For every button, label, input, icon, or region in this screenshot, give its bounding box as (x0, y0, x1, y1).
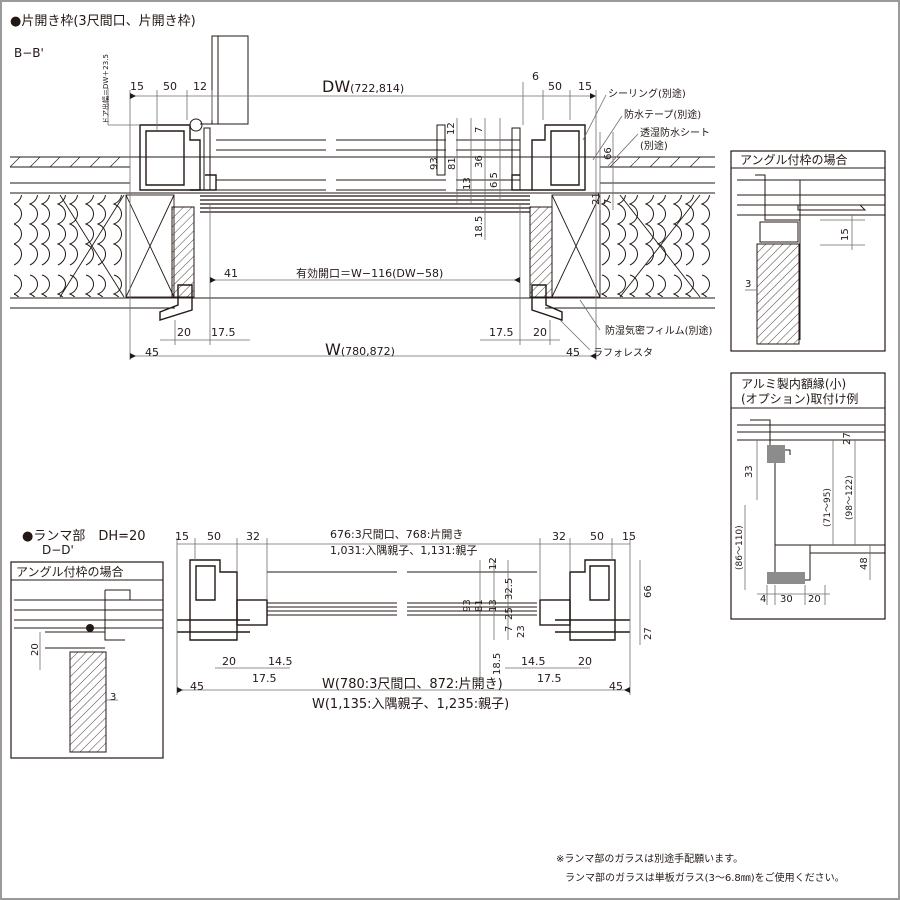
callout-waterproof-tape: 防水テープ(別途) (624, 108, 701, 121)
inset-alu-dim-4: 4 (760, 594, 766, 605)
inset-alu-title-1: アルミ製内額縁(小) (741, 376, 846, 391)
dd-top-15-left: 15 (175, 530, 189, 543)
dd-v-81: 81 (474, 599, 485, 612)
inset-angle-top-title: アングル付枠の場合 (740, 152, 848, 167)
section-bb-drawing: ●片開き枠(3尺間口、片開き枠) B−B' (9, 14, 715, 360)
dd-v-7: 7 (504, 626, 515, 632)
dim-v-21: 21 (591, 192, 602, 205)
dim-top-50-left: 50 (163, 80, 177, 93)
dd-bottom-14-5-right: 14.5 (521, 655, 546, 668)
dd-v-27: 27 (643, 627, 654, 640)
dim-bottom-20-right: 20 (533, 326, 547, 339)
dim-bottom-17-5-left: 17.5 (211, 326, 236, 339)
dd-v-23: 23 (516, 625, 527, 638)
inset-alu-dim-48: 48 (859, 557, 870, 570)
dim-top-50-right: 50 (548, 80, 562, 93)
section-dd-subtitle: D−D' (42, 543, 74, 557)
section-bb-title: ●片開き枠(3尺間口、片開き枠) (10, 14, 196, 29)
dim-41: 41 (224, 267, 238, 280)
inset-angle-bottom-dim-3: 3 (110, 692, 116, 703)
dd-bottom-17-5-left: 17.5 (252, 672, 277, 685)
inset-alu-dim-20: 20 (808, 594, 821, 605)
dim-v-93: 93 (429, 157, 440, 170)
dd-v-13: 13 (488, 599, 499, 612)
section-bb-subtitle: B−B' (14, 46, 44, 60)
footnote-1: ※ランマ部のガラスは別途手配願います。 (556, 852, 743, 865)
dd-v-32-5: 32.5 (504, 578, 515, 600)
dd-bottom-45-left: 45 (190, 680, 204, 693)
inset-alu-dim-33: 33 (744, 465, 755, 478)
dd-bottom-17-5-right: 17.5 (537, 672, 562, 685)
dim-bottom-45-right: 45 (566, 346, 580, 359)
dim-top-15-left: 15 (130, 80, 144, 93)
dd-top-50-right: 50 (590, 530, 604, 543)
inset-angle-top-dim-15: 15 (840, 228, 851, 241)
section-dd-drawing: ●ランマ部 DH=20 D−D' (22, 528, 654, 712)
dim-top-6-right: 6 (532, 70, 539, 83)
inset-alu-dim-86-110: (86〜110) (735, 525, 745, 570)
dd-v-25: 25 (504, 607, 515, 620)
inset-angle-bottom-dim-20: 20 (30, 643, 41, 656)
callout-sealing: シーリング(別途) (608, 87, 686, 100)
section-dd-title: ●ランマ部 DH=20 (22, 529, 146, 544)
inset-alu-title-2: (オプション)取付け例 (741, 392, 858, 406)
inset-alu: アルミ製内額縁(小) (オプション)取付け例 27 33 (730, 372, 886, 620)
dim-v-7: 7 (474, 127, 485, 133)
dim-top-15-right: 15 (578, 80, 592, 93)
dim-v-6-5: 6.5 (489, 172, 500, 188)
dim-v-7b: 7 (603, 199, 614, 205)
dd-top-32-left: 32 (246, 530, 260, 543)
w-label: W(780,872) (325, 340, 395, 359)
dd-top-15-right: 15 (622, 530, 636, 543)
dim-v-13: 13 (462, 177, 473, 190)
dd-w-line-2: W(1,135:入隅親子、1,235:親子) (312, 697, 509, 712)
callout-breathable-sheet-note: (別途) (640, 139, 668, 152)
dim-bottom-20-left: 20 (177, 326, 191, 339)
dim-top-12-left: 12 (193, 80, 207, 93)
inset-angle-bottom: アングル付枠の場合 20 3 (10, 561, 164, 759)
dd-v-93: 93 (462, 599, 473, 612)
callout-vapor-film: 防湿気密フィルム(別途) (605, 324, 713, 337)
dd-bottom-20-right: 20 (578, 655, 592, 668)
door-height-note: ドア出幅＝DW＋23.5 (101, 54, 110, 124)
dd-top-note-2: 1,031:入隅親子、1,131:親子 (330, 544, 477, 557)
dim-v-66: 66 (603, 147, 614, 160)
inset-angle-top-dim-3: 3 (745, 279, 751, 290)
dd-v-12: 12 (488, 557, 499, 570)
dd-v-66: 66 (643, 585, 654, 598)
dd-bottom-45-right: 45 (609, 680, 623, 693)
opening-label: 有効開口＝W−116(DW−58) (296, 266, 443, 280)
callout-breathable-sheet: 透湿防水シート (640, 126, 710, 139)
dim-v-36: 36 (474, 155, 485, 168)
dd-bottom-20-left: 20 (222, 655, 236, 668)
dim-v-18-5: 18.5 (474, 216, 485, 238)
inset-alu-dim-71-95: (71〜95) (823, 488, 833, 527)
dd-top-note-1: 676:3尺間口、768:片開き (330, 528, 463, 541)
dd-v-18-5: 18.5 (492, 653, 503, 675)
footnote-2: ランマ部のガラスは単板ガラス(3〜6.8㎜)をご使用ください。 (565, 871, 845, 884)
inset-alu-dim-30: 30 (780, 594, 793, 605)
inset-angle-top: アングル付枠の場合 15 3 (730, 150, 886, 352)
inset-angle-bottom-title: アングル付枠の場合 (16, 564, 124, 579)
dim-bottom-45-left: 45 (145, 346, 159, 359)
callout-laforesta: ラフォレスタ (593, 347, 653, 359)
dd-top-50-left: 50 (207, 530, 221, 543)
dw-label: DW(722,814) (322, 77, 404, 96)
dd-bottom-14-5-left: 14.5 (268, 655, 293, 668)
dim-bottom-17-5-right: 17.5 (489, 326, 514, 339)
dim-v-12: 12 (446, 122, 457, 135)
dd-w-line-1: W(780:3尺間口、872:片開き) (322, 677, 503, 692)
inset-alu-dim-27: 27 (842, 432, 853, 445)
dim-v-81: 81 (447, 157, 458, 170)
inset-alu-dim-98-122: (98〜122) (845, 475, 855, 520)
dd-top-32-right: 32 (552, 530, 566, 543)
